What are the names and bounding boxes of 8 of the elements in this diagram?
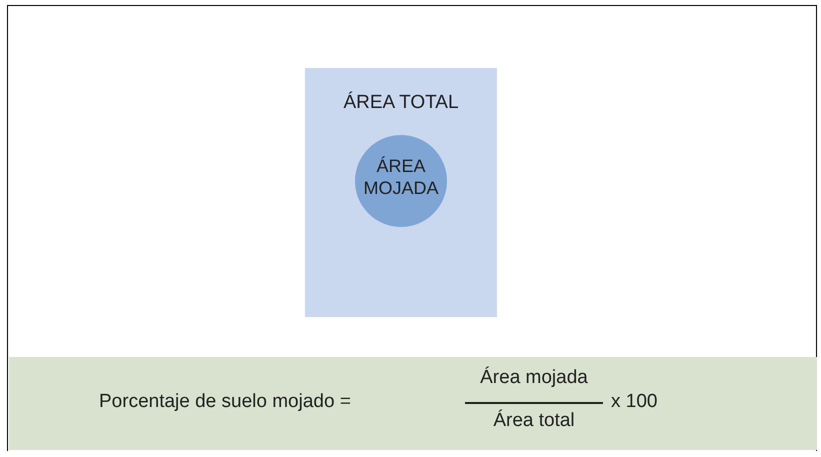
- multiplier: x 100: [611, 391, 658, 413]
- total-area-square: [305, 68, 497, 317]
- formula-label: Porcentaje de suelo mojado =: [99, 391, 351, 413]
- fraction-denominator: Área total: [492, 410, 576, 432]
- formula-band: [9, 357, 817, 450]
- fraction-numerator: Área mojada: [479, 367, 589, 389]
- area-label: ÁREA TOTAL: [342, 92, 460, 114]
- circle-label: ÁREA MOJADA: [362, 155, 440, 199]
